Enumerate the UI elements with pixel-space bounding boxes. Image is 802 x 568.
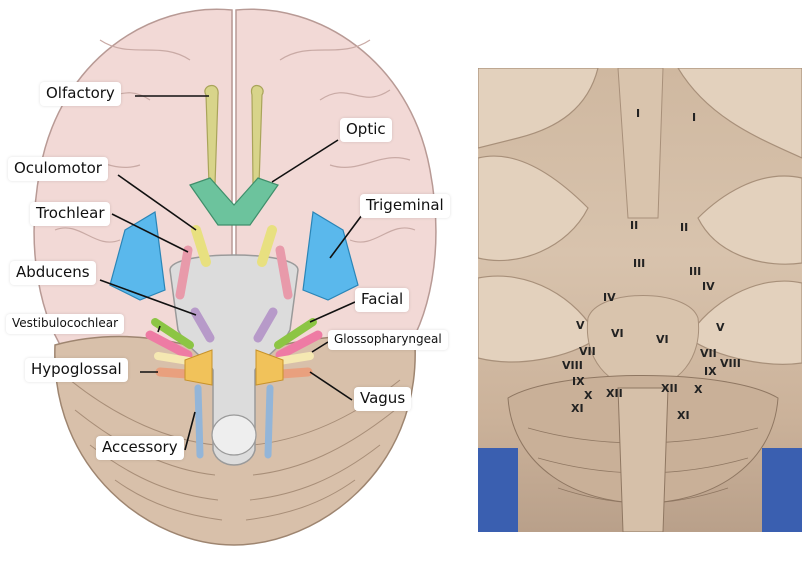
- leader-lines: [99, 95, 363, 451]
- photo-label-III-right: III: [689, 265, 702, 278]
- brainstem: [169, 254, 299, 466]
- photo-label-XII-right: XII: [661, 382, 678, 395]
- photo-label-XI-right: XI: [677, 409, 690, 422]
- label-accessory: Accessory: [96, 436, 184, 460]
- brain-photograph: I I II II III III IV IV V V VI VI VII VI…: [478, 68, 802, 532]
- photo-label-III-left: III: [633, 257, 646, 270]
- trochlear-nerve-shape: [175, 245, 293, 300]
- vestibulocochlear-nerve-shape: [145, 330, 323, 360]
- photo-label-II-right: II: [680, 221, 689, 234]
- label-trochlear: Trochlear: [30, 202, 111, 226]
- photo-label-IV-left: IV: [603, 291, 616, 304]
- label-vestibulocochlear: Vestibulocochlear: [6, 314, 124, 334]
- accessory-nerve-shape: [194, 384, 274, 459]
- photo-label-IV-right: IV: [702, 280, 715, 293]
- photo-label-VII-right: VII: [700, 347, 717, 360]
- photo-label-XI-left: XI: [571, 402, 584, 415]
- photo-label-X-right: X: [694, 383, 703, 396]
- label-abducens: Abducens: [10, 261, 96, 285]
- photo-label-VI-left: VI: [611, 327, 624, 340]
- label-olfactory: Olfactory: [40, 82, 121, 106]
- photo-illustration: [478, 68, 802, 532]
- photo-label-XII-left: XII: [606, 387, 623, 400]
- optic-nerve-shape: [189, 177, 279, 226]
- abducens-nerve-shape: [190, 307, 278, 343]
- photo-label-VIII-left: VIII: [562, 359, 583, 372]
- photo-label-V-left: V: [576, 319, 585, 332]
- photo-label-IX-right: IX: [704, 365, 717, 378]
- photo-label-V-right: V: [716, 321, 725, 334]
- label-facial: Facial: [355, 288, 410, 312]
- photo-label-II-left: II: [630, 219, 639, 232]
- photo-label-I-left: I: [636, 107, 641, 120]
- hypoglossal-nerve-shape: [184, 349, 284, 386]
- photo-label-VII-left: VII: [579, 345, 596, 358]
- photo-label-X-left: X: [584, 389, 593, 402]
- photo-label-VIII-right: VIII: [720, 357, 741, 370]
- olfactory-nerve-shape: [204, 85, 264, 186]
- oculomotor-nerve-shape: [191, 225, 277, 267]
- label-trigeminal: Trigeminal: [360, 194, 450, 218]
- label-glossopharyngeal: Glossopharyngeal: [328, 330, 448, 350]
- label-vagus: Vagus: [354, 387, 412, 411]
- label-oculomotor: Oculomotor: [8, 157, 108, 181]
- label-hypoglossal: Hypoglossal: [25, 358, 128, 382]
- cranial-nerves-diagram: Olfactory Optic Oculomotor Trochlear Tri…: [6, 8, 450, 546]
- photo-label-IX-left: IX: [572, 375, 585, 388]
- photo-label-I-right: I: [692, 111, 697, 124]
- label-optic: Optic: [340, 118, 392, 142]
- photo-label-VI-right: VI: [656, 333, 669, 346]
- facial-nerve-shape: [151, 318, 317, 349]
